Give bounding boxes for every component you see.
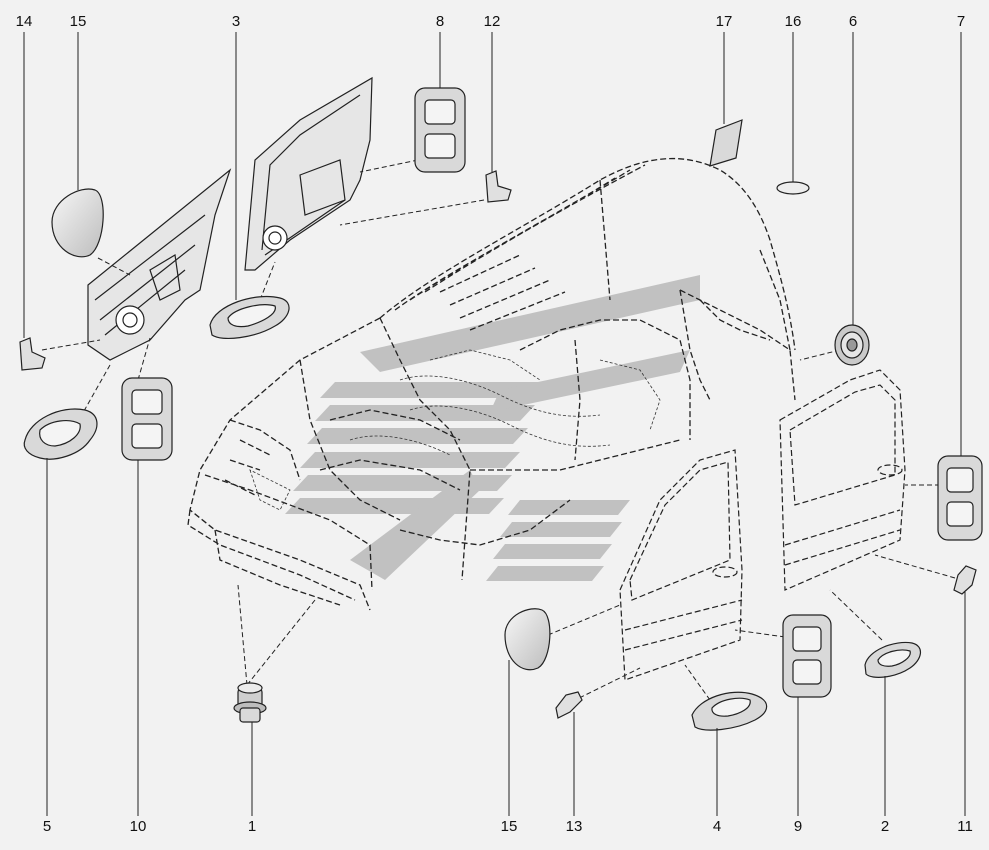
part-11-bracket [953, 565, 977, 595]
callout-4: 4 [712, 818, 722, 835]
callout-11: 11 [957, 818, 973, 835]
part-4-grommet [691, 691, 768, 731]
callout-1: 1 [247, 818, 257, 835]
callout-17: 17 [715, 13, 733, 30]
car-body-outline [187, 157, 796, 611]
part-12-bracket [485, 170, 512, 203]
part-5-grommet [23, 408, 98, 460]
car-body-internal-detail [249, 349, 661, 511]
part-6-round-grommet [834, 324, 870, 366]
callout-9: 9 [793, 818, 803, 835]
callout-3: 3 [231, 13, 241, 30]
watermark-logo [285, 275, 700, 581]
callout-12: 12 [483, 13, 501, 30]
callout-14: 14 [15, 13, 33, 30]
callout-10: 10 [129, 818, 147, 835]
callout-6: 6 [848, 13, 858, 30]
part-13-bracket [555, 691, 583, 719]
callout-7: 7 [956, 13, 966, 30]
callout-leaders [23, 32, 966, 816]
part-10-seal [121, 377, 173, 461]
callout-13: 13 [565, 818, 583, 835]
part-7-seal [937, 455, 983, 541]
front-door-left-panel [87, 168, 232, 361]
part-14-bracket [19, 337, 46, 371]
front-door-right-panel [619, 449, 743, 681]
callout-8: 8 [435, 13, 445, 30]
part-16-oval-pad [776, 181, 810, 195]
callout-15-bottom: 15 [500, 818, 518, 835]
part-9-seal [782, 614, 832, 698]
part-3-oval-plug [209, 295, 290, 340]
part-1-plug [233, 682, 267, 723]
part-15-pad-top [51, 188, 104, 258]
rear-door-left-panel [244, 76, 373, 271]
part-2-oval-plug [864, 641, 921, 678]
callout-5: 5 [42, 818, 52, 835]
callout-2: 2 [880, 818, 890, 835]
part-8-seal [414, 87, 466, 173]
part-17-square-pad [709, 119, 743, 167]
rear-door-right-panel [779, 369, 906, 591]
part-15-pad-bottom [504, 608, 551, 671]
leader-lines [41, 159, 956, 706]
callout-15-top: 15 [69, 13, 87, 30]
callout-16: 16 [784, 13, 802, 30]
